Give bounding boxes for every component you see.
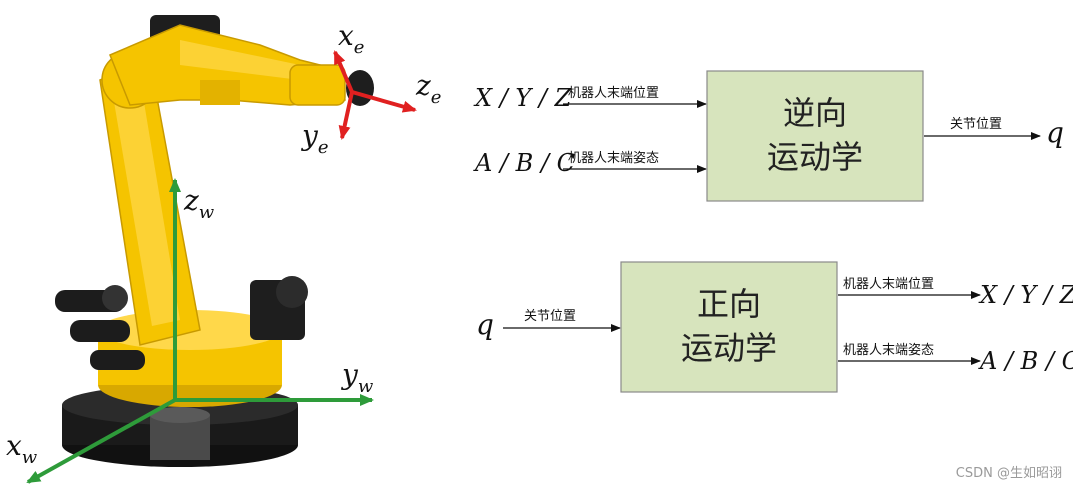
robot-wrist: [289, 64, 374, 106]
end-z-axis: [351, 90, 417, 113]
forward-input-var: q: [476, 308, 494, 341]
robot-illustration: zw yw xw xe ze ye: [6, 15, 441, 484]
forward-output-pos-vars: X / Y / Z: [978, 281, 1073, 309]
forward-output-ori-vars: A / B / C: [978, 347, 1073, 375]
inverse-output-label: 关节位置: [950, 117, 1002, 132]
world-frame: zw yw xw: [6, 178, 374, 484]
forward-output-ori-label: 机器人末端姿态: [843, 342, 934, 358]
forward-box-line1: 正向: [697, 285, 761, 323]
robot-upper-arm: [109, 15, 346, 106]
end-x-axis: [333, 50, 354, 93]
end-y-axis: [338, 91, 354, 140]
inverse-input-ori-vars: A / B / C: [473, 149, 575, 177]
forward-output-pos-label: 机器人末端位置: [843, 277, 934, 292]
end-x-label: xe: [338, 19, 364, 58]
inverse-kinematics-box: [706, 70, 924, 202]
inverse-box-line2: 运动学: [767, 138, 863, 176]
robot-motors: [55, 285, 145, 370]
world-z-label: zw: [183, 184, 215, 223]
inverse-output-var: q: [1046, 116, 1064, 149]
forward-input-label: 关节位置: [524, 309, 576, 324]
end-effector-frame: xe ze ye: [300, 19, 441, 158]
world-x-label: xw: [6, 429, 38, 468]
end-z-label: ze: [415, 69, 441, 108]
inverse-input-pos-vars: X / Y / Z: [473, 84, 573, 112]
inverse-box-line1: 逆向: [783, 94, 847, 132]
forward-kinematics-diagram: q 关节位置 正向 运动学 机器人末端位置 X / Y / Z 机器人末端姿态 …: [476, 261, 1073, 393]
forward-box-line2: 运动学: [681, 329, 777, 367]
forward-kinematics-box: [620, 261, 838, 393]
robot-turntable: [98, 276, 308, 407]
end-y-label: ye: [300, 119, 328, 158]
world-x-axis: [26, 398, 176, 484]
inverse-kinematics-diagram: X / Y / Z 机器人末端位置 A / B / C 机器人末端姿态 逆向 运…: [473, 70, 1064, 202]
world-y-label: yw: [340, 358, 374, 397]
inverse-input-ori-label: 机器人末端姿态: [568, 150, 659, 166]
watermark: CSDN @生如昭诩: [956, 465, 1062, 481]
inverse-input-pos-label: 机器人末端位置: [568, 86, 659, 101]
